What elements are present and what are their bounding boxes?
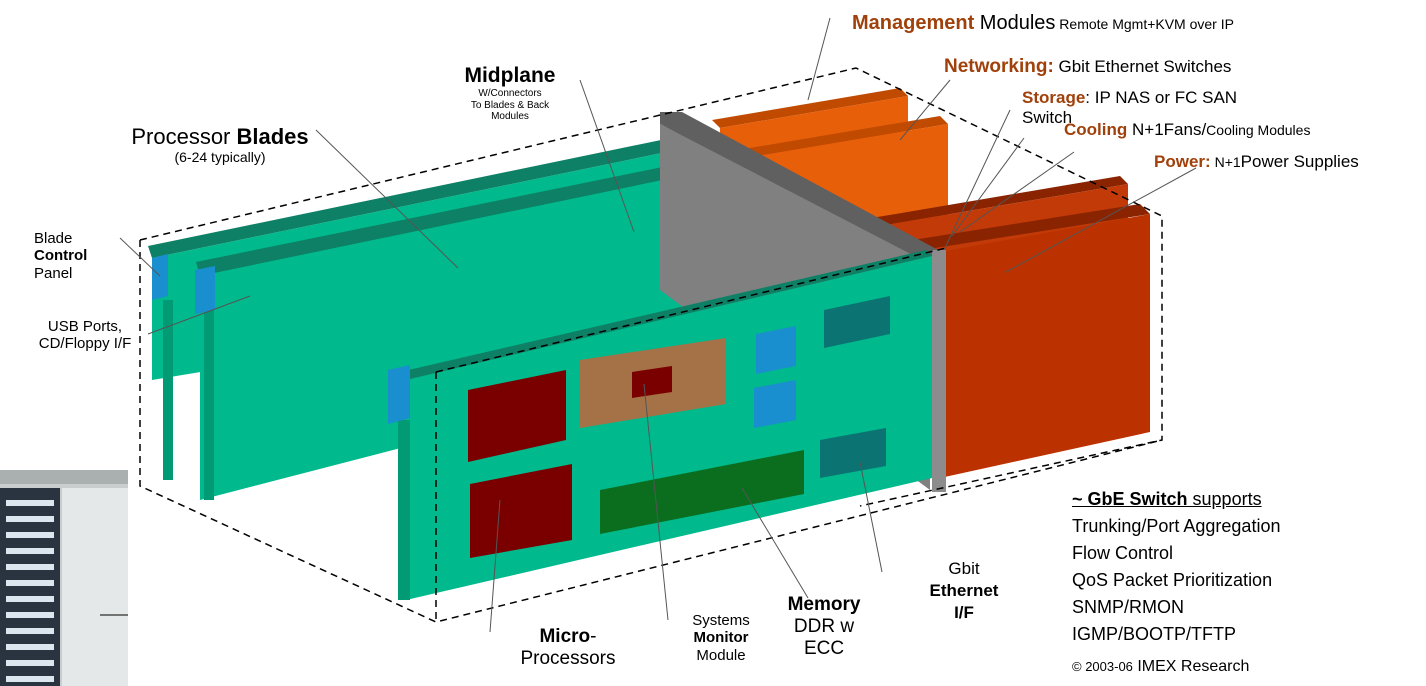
power-module-shape xyxy=(900,204,1150,478)
label-blade-control-panel: Blade Control Panel xyxy=(34,230,88,282)
gbe-feature-item: Flow Control xyxy=(1072,543,1174,563)
label-networking: Networking: Gbit Ethernet Switches xyxy=(944,56,1232,77)
label-micro-processors: Micro- Processors xyxy=(520,626,616,669)
memory-module xyxy=(600,450,804,534)
gbe-feature-item: Trunking/Port Aggregation xyxy=(1072,516,1281,536)
label-storage-switch: Switch xyxy=(1022,108,1073,127)
label-cooling: Cooling N+1Fans/Cooling Modules xyxy=(1064,120,1311,139)
gbe-feature-item: IGMP/BOOTP/TFTP xyxy=(1072,624,1237,644)
back-blades xyxy=(148,134,740,500)
label-midplane: Midplane W/Connectors To Blades & Back M… xyxy=(464,64,556,123)
label-systems-monitor: Systems Monitor Module xyxy=(692,612,750,664)
rack-photo-fragment xyxy=(0,470,128,686)
label-usb-ports: USB Ports, CD/Floppy I/F xyxy=(38,318,132,353)
gbe-feature-item: SNMP/RMON xyxy=(1072,597,1184,617)
leader-lines xyxy=(119,17,1197,633)
label-memory: Memory DDR w ECC xyxy=(787,594,861,659)
label-processor-blades: Processor Blades (6-24 typically) xyxy=(131,124,309,166)
copyright: © 2003-06 IMEX Research xyxy=(1072,658,1250,675)
label-power: Power: N+1Power Supplies xyxy=(1154,152,1359,171)
systems-monitor-chip xyxy=(580,338,726,428)
label-storage: Storage: IP NAS or FC SAN xyxy=(1022,88,1238,107)
cpu-chips xyxy=(468,370,572,558)
ethernet-chips xyxy=(820,296,890,478)
label-gbe-switch: ~ GbE Switch supports Trunking/Port Aggr… xyxy=(1072,486,1280,648)
gbe-feature-item: QoS Packet Prioritization xyxy=(1072,570,1273,590)
chassis-outline xyxy=(139,67,1163,623)
label-management: Management Modules Remote Mgmt+KVM over … xyxy=(852,12,1234,34)
label-gbit-ethernet: Gbit Ethernet I/F xyxy=(929,559,999,623)
usb-ports xyxy=(754,326,796,428)
